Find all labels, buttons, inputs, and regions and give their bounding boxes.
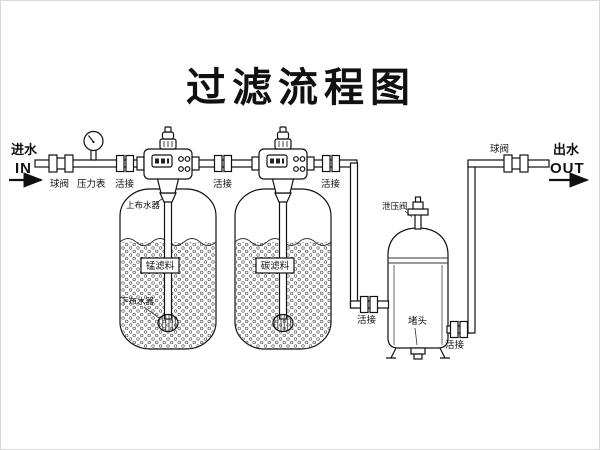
- tank1-media-label: 锰滤料: [146, 260, 175, 272]
- tank1-lower-distributor: [157, 313, 179, 333]
- pressure-gauge-label: 压力表: [77, 178, 106, 190]
- housing-collar-lines: [388, 257, 448, 264]
- tank1-media-label-box: [140, 257, 180, 274]
- relief-valve-label: 泄压阀: [382, 201, 408, 211]
- housing-ribs: [393, 265, 443, 345]
- filter-tank-1: 锰滤料 上布水器 下布水器: [119, 176, 217, 350]
- gauge-stem: [90, 149, 97, 161]
- inlet-label-cn: 进水: [11, 142, 38, 157]
- housing-body: [387, 227, 449, 349]
- pressure-gauge: [83, 130, 104, 161]
- outlet-annotation: 出水 OUT: [549, 142, 590, 188]
- ball-valve-left: [48, 154, 74, 173]
- tank1-lower-distributor-label: 下布水器: [120, 296, 155, 306]
- tank2-media-label-box: [255, 257, 295, 274]
- outlet-label-en: OUT: [550, 160, 585, 177]
- union-inlet-label: 活接: [115, 178, 135, 190]
- union-between-tanks-label: 活接: [213, 178, 233, 190]
- inlet-label-en: IN: [15, 160, 32, 177]
- outlet-label-cn: 出水: [553, 142, 580, 157]
- plug-pointer: [414, 327, 418, 346]
- relief-valve-cap: [412, 201, 424, 210]
- relief-valve-pointer: [404, 210, 413, 218]
- control-valve-tank1: [136, 126, 200, 194]
- page-title: 过滤流程图: [186, 66, 416, 110]
- ball-valve-right: [503, 154, 529, 173]
- tank1-upper-distributor-pointer: [153, 197, 164, 206]
- tank1-upper-distributor-label: 上布水器: [126, 200, 161, 210]
- pipe-riser-right: [467, 162, 476, 334]
- bottom-plug-tip: [413, 353, 423, 360]
- housing-feet: [386, 347, 450, 359]
- tank1-lower-distributor-pointer: [143, 306, 160, 319]
- inlet-annotation: 进水 IN: [9, 142, 44, 188]
- ball-valve-left-label: 球阀: [50, 178, 69, 190]
- plug-label: 堵头: [408, 315, 427, 327]
- gauge-pivot: [92, 140, 95, 144]
- bottom-plug: [410, 347, 426, 355]
- relief-valve-knob: [414, 196, 422, 203]
- control-valve-tank2: [251, 126, 315, 194]
- tank2-lower-distributor: [272, 313, 294, 333]
- gauge-needle: [88, 135, 94, 143]
- union-housing-outlet-label: 活接: [445, 339, 465, 351]
- union-after-tank2-label: 活接: [321, 178, 341, 190]
- ball-valve-right-label: 球阀: [490, 143, 509, 155]
- filter-housing: [386, 196, 450, 360]
- filter-tank-2: 碳滤料: [234, 176, 332, 350]
- union-housing-inlet-label: 活接: [357, 314, 377, 326]
- pipe-down-to-housing: [349, 162, 359, 309]
- fitting-labels: 球阀 压力表 活接 活接 活接 活接 活接 泄压阀 堵头 球阀: [50, 143, 509, 351]
- tank2-media-label: 碳滤料: [261, 260, 290, 272]
- relief-valve-tee: [407, 208, 429, 216]
